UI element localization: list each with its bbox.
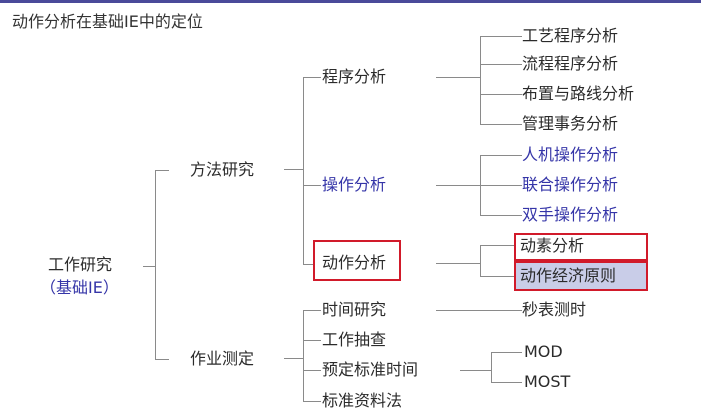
node-office-work-analysis: 管理事务分析 <box>522 114 619 133</box>
node-pts: 预定标准时间 <box>322 360 419 379</box>
node-layout-route-analysis: 布置与路线分析 <box>522 84 635 103</box>
node-work-measurement: 作业测定 <box>190 349 255 368</box>
root-node-sublabel: （基础IE） <box>40 278 119 297</box>
node-motion-analysis: 动作分析 <box>322 253 387 272</box>
node-flow-process-analysis: 流程程序分析 <box>522 54 619 73</box>
node-time-study: 时间研究 <box>322 300 387 319</box>
node-work-sampling: 工作抽查 <box>322 330 387 349</box>
therblig-highlight-box <box>514 233 648 261</box>
node-therblig-analysis: 动素分析 <box>520 236 585 255</box>
node-stopwatch-timing: 秒表测时 <box>522 300 587 319</box>
node-two-hand-analysis: 双手操作分析 <box>522 205 619 224</box>
node-process-chart-analysis: 工艺程序分析 <box>522 26 619 45</box>
node-mod: MOD <box>524 342 563 361</box>
node-operation-analysis: 操作分析 <box>322 175 387 194</box>
node-process-analysis: 程序分析 <box>322 67 387 86</box>
root-node-work-study: 工作研究 <box>48 255 113 274</box>
node-joint-operation-analysis: 联合操作分析 <box>522 175 619 194</box>
node-standard-data: 标准资料法 <box>322 391 403 410</box>
motion-analysis-highlight-box <box>313 240 401 281</box>
page-title: 动作分析在基础IE中的定位 <box>12 12 203 31</box>
node-method-study: 方法研究 <box>190 160 255 179</box>
node-motion-economy-principles: 动作经济原则 <box>520 266 617 285</box>
node-most: MOST <box>524 372 571 391</box>
top-accent-bar <box>0 0 701 3</box>
node-man-machine-analysis: 人机操作分析 <box>522 145 619 164</box>
motion-economy-highlight-box <box>514 261 648 291</box>
